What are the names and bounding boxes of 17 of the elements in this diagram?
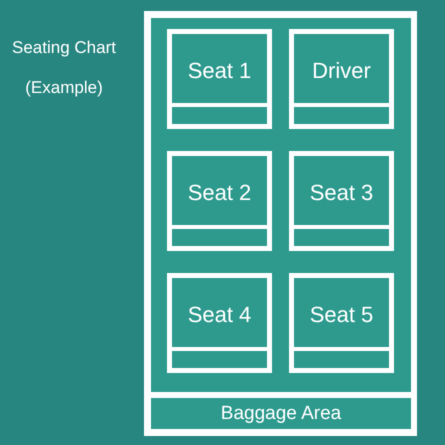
baggage-area-box: [151, 398, 411, 429]
chart-title: Seating Chart (Example): [11, 37, 117, 99]
seat-label: Seat 1: [188, 58, 252, 84]
seat-box: [289, 273, 394, 373]
cabin-panel: [151, 18, 411, 392]
seat-box: [167, 273, 272, 373]
seat-label: Seat 2: [188, 180, 252, 206]
seat-label: Driver: [312, 58, 371, 84]
seat-label: Seat 3: [310, 180, 374, 206]
seat-box: [289, 29, 394, 129]
seat-box: [289, 151, 394, 251]
seat-label: Seat 4: [188, 302, 252, 328]
area-label: Baggage Area: [220, 402, 342, 424]
vehicle-outline: [144, 11, 417, 436]
seat-box: [167, 151, 272, 251]
seat-box: [167, 29, 272, 129]
seat-label: Seat 5: [310, 302, 374, 328]
